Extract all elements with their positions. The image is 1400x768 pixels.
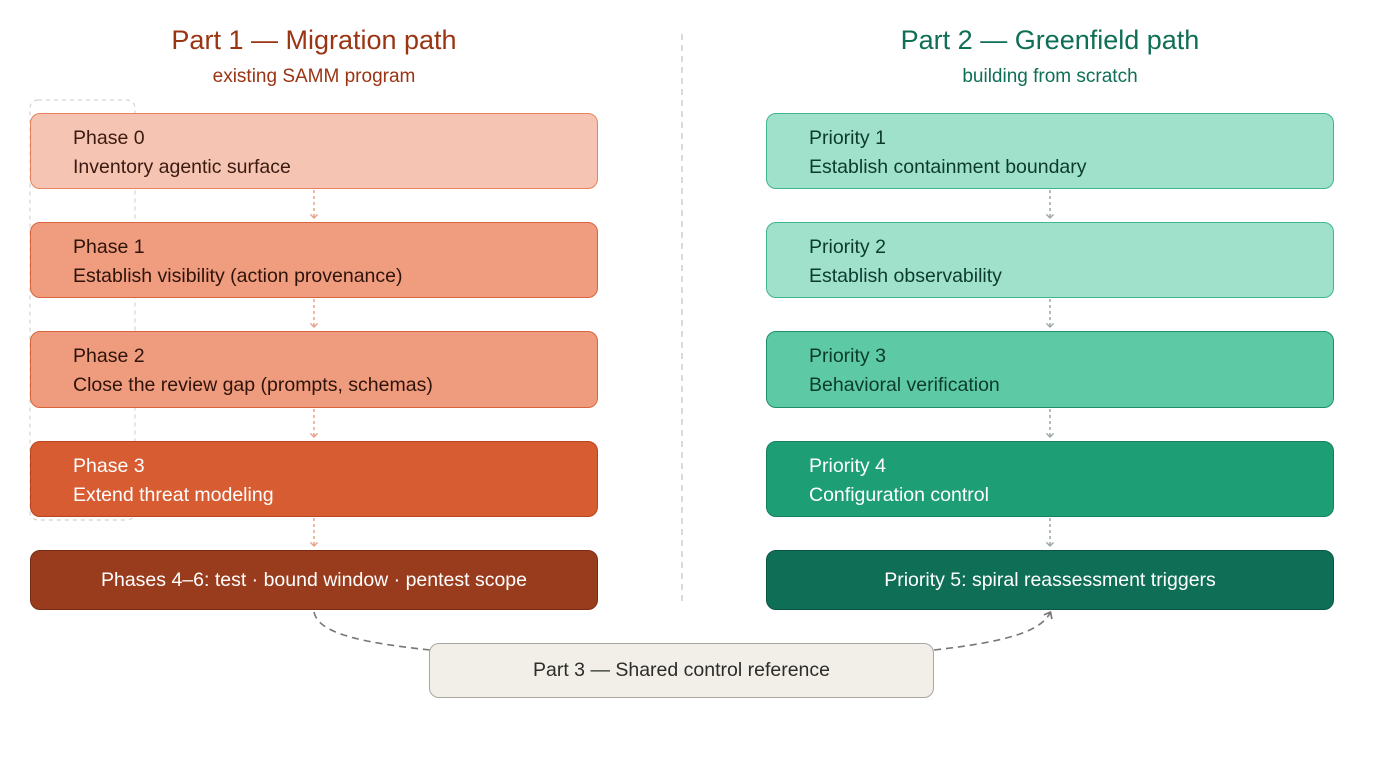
phase-0-label: Phase 0 <box>73 127 145 149</box>
phase-2-box: Phase 2 Close the review gap (prompts, s… <box>30 331 598 408</box>
priority-2-text: Establish observability <box>809 265 1002 287</box>
phases-4-6-box: Phases 4–6: test · bound window · pentes… <box>30 550 598 610</box>
priority-4-label: Priority 4 <box>809 455 886 477</box>
priority-4-box: Priority 4 Configuration control <box>766 441 1334 517</box>
phase-1-label: Phase 1 <box>73 236 145 258</box>
phase-3-label: Phase 3 <box>73 455 145 477</box>
priority-1-box: Priority 1 Establish containment boundar… <box>766 113 1334 189</box>
shared-control-reference-box: Part 3 — Shared control reference <box>429 643 934 698</box>
priority-1-text: Establish containment boundary <box>809 156 1087 178</box>
priority-1-label: Priority 1 <box>809 127 886 149</box>
part1-title: Part 1 — Migration path <box>171 25 457 55</box>
phase-0-box: Phase 0 Inventory agentic surface <box>30 113 598 189</box>
priority-3-box: Priority 3 Behavioral verification <box>766 331 1334 408</box>
phase-1-text: Establish visibility (action provenance) <box>73 265 403 287</box>
priority-3-label: Priority 3 <box>809 345 886 367</box>
priority-4-text: Configuration control <box>809 484 989 506</box>
priority-5-box: Priority 5: spiral reassessment triggers <box>766 550 1334 610</box>
phase-0-text: Inventory agentic surface <box>73 156 291 178</box>
phase-2-text: Close the review gap (prompts, schemas) <box>73 374 433 396</box>
phase-3-box: Phase 3 Extend threat modeling <box>30 441 598 517</box>
shared-curve-right <box>933 610 1053 651</box>
shared-curve-left <box>313 611 431 651</box>
phase-2-label: Phase 2 <box>73 345 145 367</box>
part1-subtitle: existing SAMM program <box>212 66 416 87</box>
priority-2-label: Priority 2 <box>809 236 886 258</box>
phase-1-box: Phase 1 Establish visibility (action pro… <box>30 222 598 298</box>
priority-3-text: Behavioral verification <box>809 374 1000 396</box>
part2-subtitle: building from scratch <box>962 66 1138 87</box>
phase-3-text: Extend threat modeling <box>73 484 274 506</box>
part2-title: Part 2 — Greenfield path <box>900 25 1200 55</box>
priority-2-box: Priority 2 Establish observability <box>766 222 1334 298</box>
